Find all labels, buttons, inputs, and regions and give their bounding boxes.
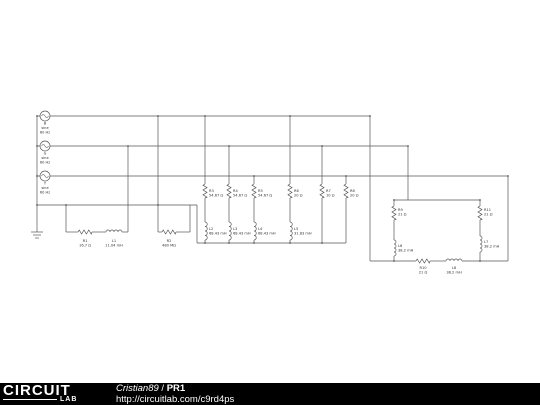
inductor-l4: L4 68.43 mH — [253, 221, 276, 241]
r5-value: 54.67 Ω — [258, 194, 272, 198]
logo-sub-text: LAB — [60, 396, 78, 403]
project-name[interactable]: PR1 — [166, 383, 186, 394]
l5-ref: L5 — [294, 227, 298, 231]
inductor-l3: L3 68.43 mH — [228, 221, 251, 241]
resistor-r6: R6 20 Ω — [287, 183, 303, 199]
l7-value: 38.2 mH — [484, 245, 500, 249]
r8-ref: R8 — [350, 189, 355, 193]
resistor-r9: R9 21 Ω — [391, 205, 407, 221]
resistor-r8: R8 20 Ω — [343, 183, 359, 199]
r3-ref: R3 — [209, 189, 214, 193]
resistor-r1: R1 16.7 Ω — [77, 229, 93, 248]
title-separator: / — [158, 383, 167, 394]
source-b-type: sine — [41, 126, 49, 130]
l5-value: 31.83 mH — [294, 232, 312, 236]
project-title: Cristian89 / PR1 — [116, 383, 185, 394]
circuitlab-logo[interactable]: CIRCUIT LAB — [3, 382, 93, 404]
footer-bar: CIRCUIT LAB Cristian89 / PR1 http://circ… — [0, 382, 540, 405]
inductor-l7: L7 38.2 mH — [479, 235, 500, 253]
project-url[interactable]: http://circuitlab.com/c9rd4ps — [116, 394, 235, 405]
resistor-r2: R2 480 MΩ — [161, 229, 177, 248]
source-y: Y sine 60 Hz — [39, 170, 51, 195]
l2-ref: L2 — [209, 227, 213, 231]
l3-ref: L3 — [233, 227, 237, 231]
r2-value: 480 MΩ — [162, 244, 176, 248]
source-y-type: sine — [41, 186, 49, 190]
r4-ref: R4 — [233, 189, 238, 193]
l4-value: 68.43 mH — [258, 232, 276, 236]
circuit-schematic: B sine 60 Hz G sine 60 Hz Y sine 60 Hz R… — [31, 110, 509, 275]
l6-value: 38.2 mH — [398, 249, 414, 253]
inductor-l2: L2 68.43 mH — [204, 221, 227, 241]
l4-ref: L4 — [258, 227, 263, 231]
r9-value: 21 Ω — [398, 213, 407, 217]
source-b-ref: B — [44, 122, 47, 126]
r1-ref: R1 — [83, 239, 88, 243]
resistor-r7: R7 10 Ω — [319, 183, 335, 199]
r4-value: 54.67 Ω — [233, 194, 247, 198]
r7-value: 10 Ω — [326, 194, 335, 198]
r2-ref: R2 — [167, 239, 172, 243]
resistor-r5: R5 54.67 Ω — [251, 183, 272, 199]
author-name[interactable]: Cristian89 — [116, 383, 159, 394]
resistor-r11: R11 21 Ω — [477, 205, 493, 221]
l8-ref: L8 — [452, 266, 457, 270]
resistor-r10: R10 21 Ω — [415, 258, 431, 275]
l1-ref: L1 — [112, 239, 116, 243]
r5-ref: R5 — [258, 189, 263, 193]
source-y-ref: Y — [44, 182, 47, 186]
inductor-l8: L8 38.2 mH — [445, 258, 463, 275]
r1-value: 16.7 Ω — [79, 244, 91, 248]
resistor-r3: R3 54.67 Ω — [202, 183, 223, 199]
l6-ref: L6 — [398, 244, 403, 248]
source-g-type: sine — [41, 156, 49, 160]
logo-underline — [3, 399, 57, 400]
inductor-l5: L5 31.83 mH — [289, 221, 312, 241]
r3-value: 54.67 Ω — [209, 194, 223, 198]
logo-main-text: CIRCUIT — [3, 382, 71, 399]
resistor-r4: R4 54.67 Ω — [226, 183, 247, 199]
r6-ref: R6 — [294, 189, 299, 193]
r8-value: 20 Ω — [350, 194, 359, 198]
inductor-l1: L1 11.04 mH — [105, 229, 123, 248]
source-g-ref: G — [44, 152, 47, 156]
source-g: G sine 60 Hz — [39, 140, 51, 165]
r10-value: 21 Ω — [419, 271, 428, 275]
r6-value: 20 Ω — [294, 194, 303, 198]
l3-value: 68.43 mH — [233, 232, 251, 236]
l1-value: 11.04 mH — [105, 244, 123, 248]
r7-ref: R7 — [326, 189, 331, 193]
l2-value: 68.43 mH — [209, 232, 227, 236]
r11-ref: R11 — [484, 208, 491, 212]
source-g-freq: 60 Hz — [40, 161, 50, 165]
l8-value: 38.2 mH — [446, 271, 462, 275]
inductor-l6: L6 38.2 mH — [393, 239, 414, 257]
r9-ref: R9 — [398, 208, 403, 212]
l7-ref: L7 — [484, 240, 488, 244]
r11-value: 21 Ω — [484, 213, 493, 217]
source-b-freq: 60 Hz — [40, 131, 50, 135]
source-b: B sine 60 Hz — [39, 110, 51, 135]
r10-ref: R10 — [419, 266, 427, 270]
source-y-freq: 60 Hz — [40, 191, 50, 195]
